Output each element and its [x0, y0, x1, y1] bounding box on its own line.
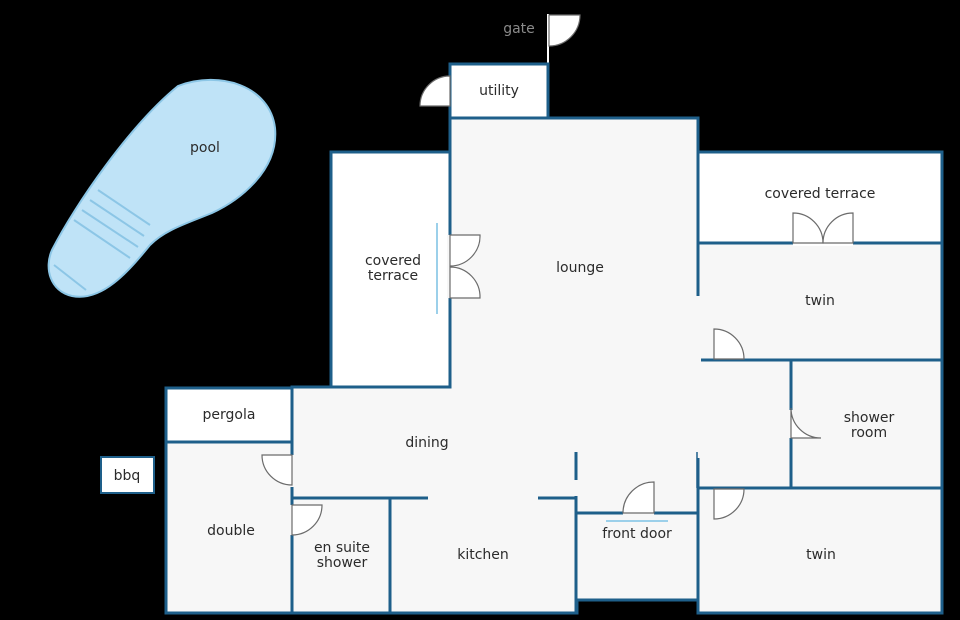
double-label: double [207, 523, 255, 539]
pool-label: pool [190, 140, 220, 156]
utility-label: utility [479, 83, 519, 99]
terrace-right-door-icon [822, 212, 854, 244]
twin-bottom-label: twin [806, 547, 836, 563]
lounge-terrace-door-icon [449, 234, 481, 267]
front-door-label: front door [602, 526, 672, 542]
covered-terrace-left-label-line2: terrace [368, 268, 418, 284]
pergola-label: pergola [203, 407, 256, 423]
en-suite-door-icon [291, 504, 323, 536]
lounge-terrace-door-icon [449, 266, 481, 299]
twin-top-label: twin [805, 293, 835, 309]
gate-label: gate [503, 21, 535, 37]
en-suite-shower-label-line1: en suite [314, 540, 370, 556]
double-door-icon [261, 454, 293, 486]
covered-terrace-right-label: covered terrace [765, 186, 876, 202]
pool-shape [47, 78, 277, 298]
covered-terrace-left-room [329, 150, 452, 389]
pool-step [97, 189, 151, 226]
room-labels: gate utility pool covered terrace lounge… [114, 21, 895, 571]
gate [547, 14, 581, 118]
shower-room-label-line1: shower [844, 410, 895, 426]
twin-bottom-door-icon [713, 488, 745, 520]
pool-step [53, 264, 87, 291]
pool-step [73, 219, 131, 259]
gate-swing-icon [548, 14, 581, 47]
twin-top-door-icon [713, 328, 745, 360]
lounge-label: lounge [556, 260, 604, 276]
en-suite-shower-label-line2: shower [317, 555, 368, 571]
front-door-icon [622, 481, 655, 514]
bbq-label: bbq [114, 468, 141, 484]
covered-terrace-left-label-line1: covered [365, 253, 421, 269]
pool-step [81, 209, 139, 248]
shower-room-door-icon [790, 407, 822, 439]
utility-door-icon [419, 75, 451, 107]
bbq-box [100, 456, 155, 494]
pool [47, 78, 277, 298]
kitchen-label: kitchen [457, 547, 509, 563]
pool-step [89, 199, 145, 237]
shower-room-label-line2: room [851, 425, 887, 441]
doors [261, 212, 854, 536]
dining-label: dining [405, 435, 448, 451]
